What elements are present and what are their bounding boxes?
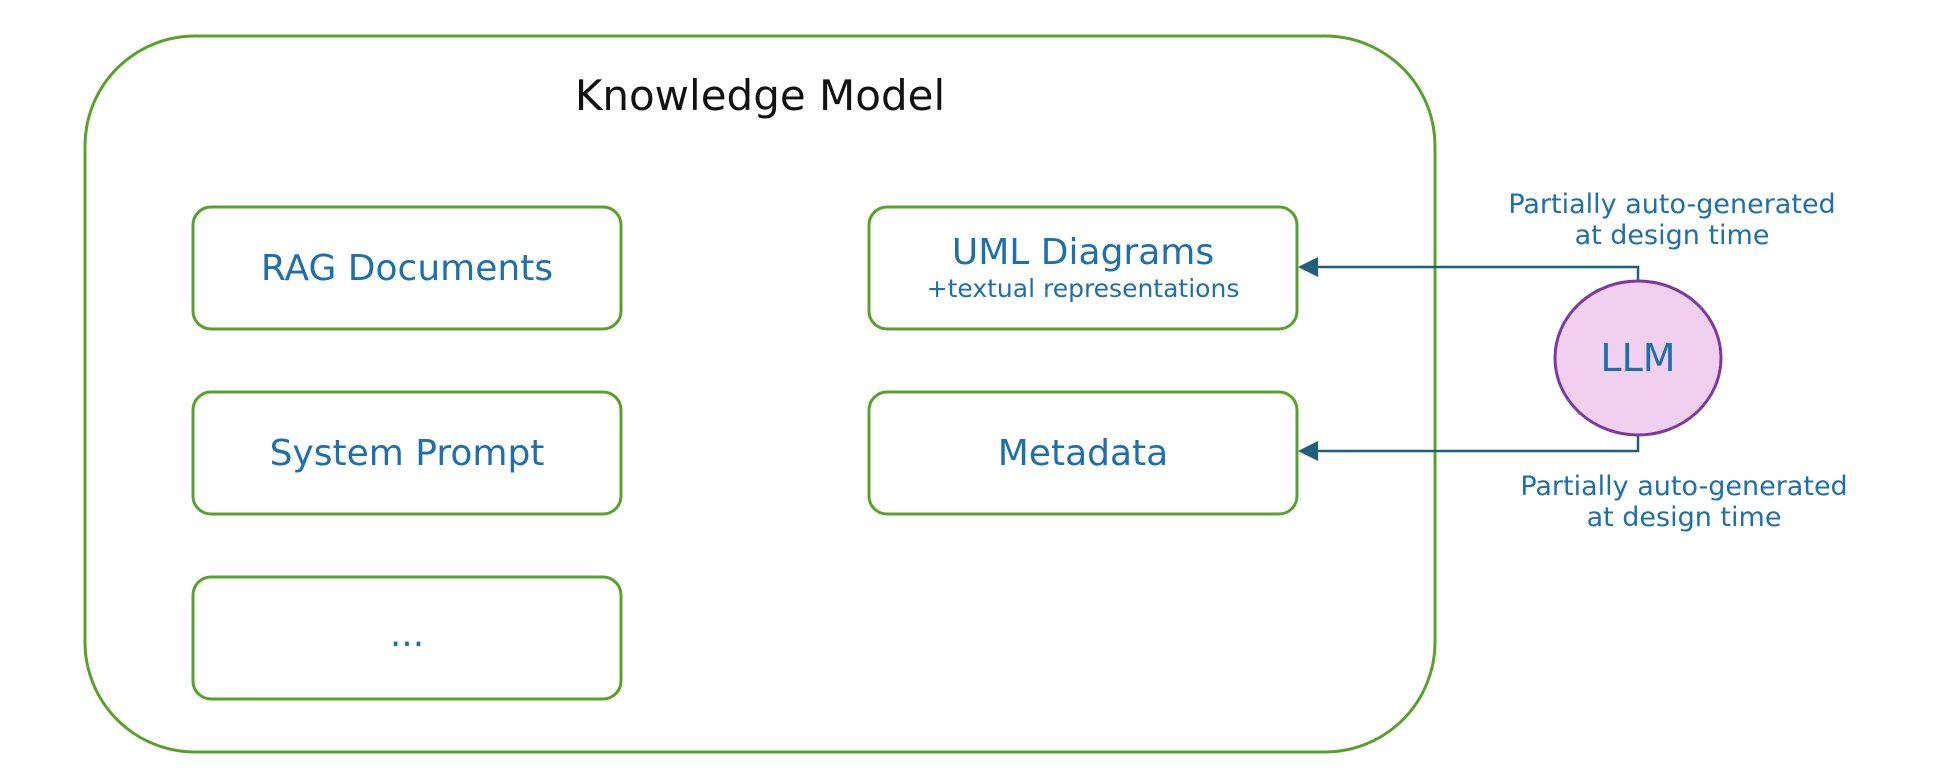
rag-documents-box: RAG Documents: [191, 205, 623, 331]
metadata-box: Metadata: [867, 390, 1299, 516]
more-box: ...: [191, 575, 623, 701]
llm-label: LLM: [1600, 336, 1675, 380]
uml-diagrams-sublabel: +textual representations: [927, 274, 1240, 303]
top-annotation-line-1: Partially auto-generated: [1508, 189, 1835, 220]
container-title: Knowledge Model: [575, 71, 945, 120]
llm-to-uml-arrow: [1298, 257, 1640, 282]
llm-to-metadata-arrow: [1298, 434, 1640, 461]
top-annotation: Partially auto-generated at design time: [1508, 189, 1835, 251]
system-prompt-box: System Prompt: [191, 390, 623, 516]
knowledge-model-container: [83, 34, 1437, 754]
uml-diagrams-box: UML Diagrams +textual representations: [867, 205, 1299, 331]
rag-documents-label: RAG Documents: [261, 248, 553, 289]
more-label: ...: [390, 614, 424, 655]
bottom-annotation-line-1: Partially auto-generated: [1520, 471, 1847, 502]
metadata-label: Metadata: [998, 433, 1168, 474]
top-annotation-line-2: at design time: [1575, 220, 1770, 251]
bottom-annotation-line-2: at design time: [1587, 502, 1782, 533]
llm-node: LLM: [1553, 279, 1723, 437]
uml-diagrams-label: UML Diagrams: [952, 232, 1214, 273]
bottom-annotation: Partially auto-generated at design time: [1520, 471, 1847, 533]
system-prompt-label: System Prompt: [270, 433, 545, 474]
